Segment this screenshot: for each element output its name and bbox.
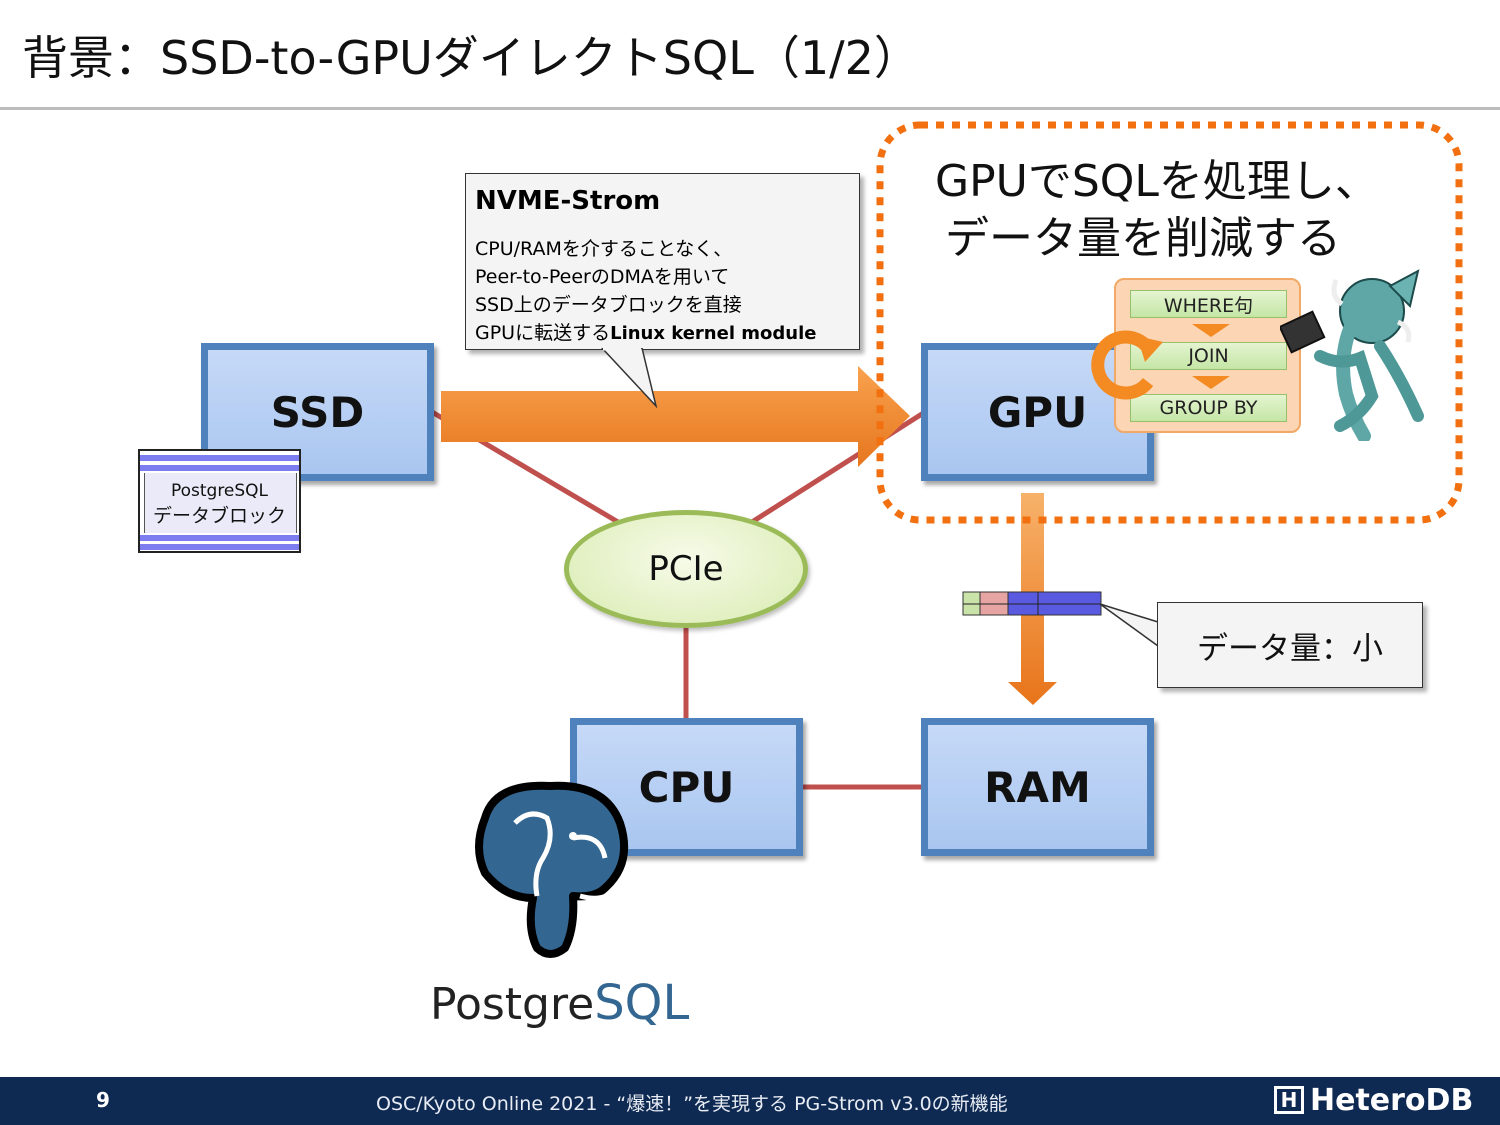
postgresql-elephant-icon xyxy=(475,781,629,958)
gpu-pcie-link xyxy=(750,409,927,525)
step-where: WHERE句 xyxy=(1130,290,1287,318)
loop-arrowhead-icon xyxy=(1137,336,1163,362)
block-stripe xyxy=(140,544,299,550)
gpu-message-line-1: GPUでSQLを処理し、 xyxy=(935,156,1379,207)
nvme-strom-callout: NVME-Strom CPU/RAMを介することなく、 Peer-to-Peer… xyxy=(465,173,860,350)
logo-sql: SQL xyxy=(594,975,690,1031)
pcie-bus: PCIe xyxy=(564,510,808,628)
step-down-arrow-icon xyxy=(1192,324,1230,337)
heterodb-brand-text: HeteroDB xyxy=(1310,1082,1474,1118)
gpu-processing-region xyxy=(876,121,1463,524)
callout-line-1: CPU/RAMを介することなく、 xyxy=(475,238,733,260)
pg-block-label-1: PostgreSQL xyxy=(170,481,269,501)
small-callout-pointer xyxy=(1099,603,1159,648)
block-stripe xyxy=(140,455,299,461)
small-data-callout: データ量：小 xyxy=(1157,602,1423,688)
loop-arrow-icon xyxy=(1091,330,1154,400)
page-number: 9 xyxy=(96,1088,110,1112)
gpu-message-line-2: データ量を削減する xyxy=(945,213,1341,264)
footer-bar: 9 OSC/Kyoto Online 2021 - “爆速！”を実現する PG-… xyxy=(0,1077,1500,1125)
step-down-arrow-icon xyxy=(1192,376,1230,389)
logo-postgre: Postgre xyxy=(430,979,595,1030)
step-group-by: GROUP BY xyxy=(1130,394,1287,422)
ram-box: RAM xyxy=(921,718,1154,856)
callout-line-4: GPUに転送するLinux kernel module xyxy=(475,318,816,345)
callout-line-4-bold: Linux kernel module xyxy=(610,323,817,344)
steps-decor xyxy=(1091,324,1230,400)
elephant-mascot-icon xyxy=(1280,269,1424,441)
callout-line-4-prefix: GPUに転送する xyxy=(475,322,611,344)
postgresql-logo-text: PostgreSQL xyxy=(430,975,689,1031)
postgresql-data-block: PostgreSQL データブロック xyxy=(138,449,301,553)
heterodb-logo: H HeteroDB xyxy=(1274,1082,1474,1118)
callout-pointer xyxy=(600,348,658,408)
footer-text: OSC/Kyoto Online 2021 - “爆速！”を実現する PG-St… xyxy=(376,1093,1008,1115)
ssd-to-gpu-arrow xyxy=(441,366,910,467)
callout-line-2: Peer-to-PeerのDMAを用いて xyxy=(475,266,730,288)
sql-steps-panel: WHERE句 JOIN GROUP BY xyxy=(1114,278,1301,433)
block-inner-area xyxy=(144,473,297,533)
heterodb-mark-icon: H xyxy=(1274,1086,1304,1114)
block-stripe xyxy=(140,535,299,541)
small-data-block xyxy=(962,591,1102,616)
slide-title: 背景：SSD-to-GPUダイレクトSQL（1/2） xyxy=(22,31,920,85)
pg-block-label-2: データブロック xyxy=(152,505,286,527)
callout-title: NVME-Strom xyxy=(475,186,661,216)
title-divider xyxy=(0,107,1500,110)
ssd-box: SSD xyxy=(201,343,434,481)
block-stripe xyxy=(140,465,299,471)
callout-line-3: SSD上のデータブロックを直接 xyxy=(475,294,742,316)
